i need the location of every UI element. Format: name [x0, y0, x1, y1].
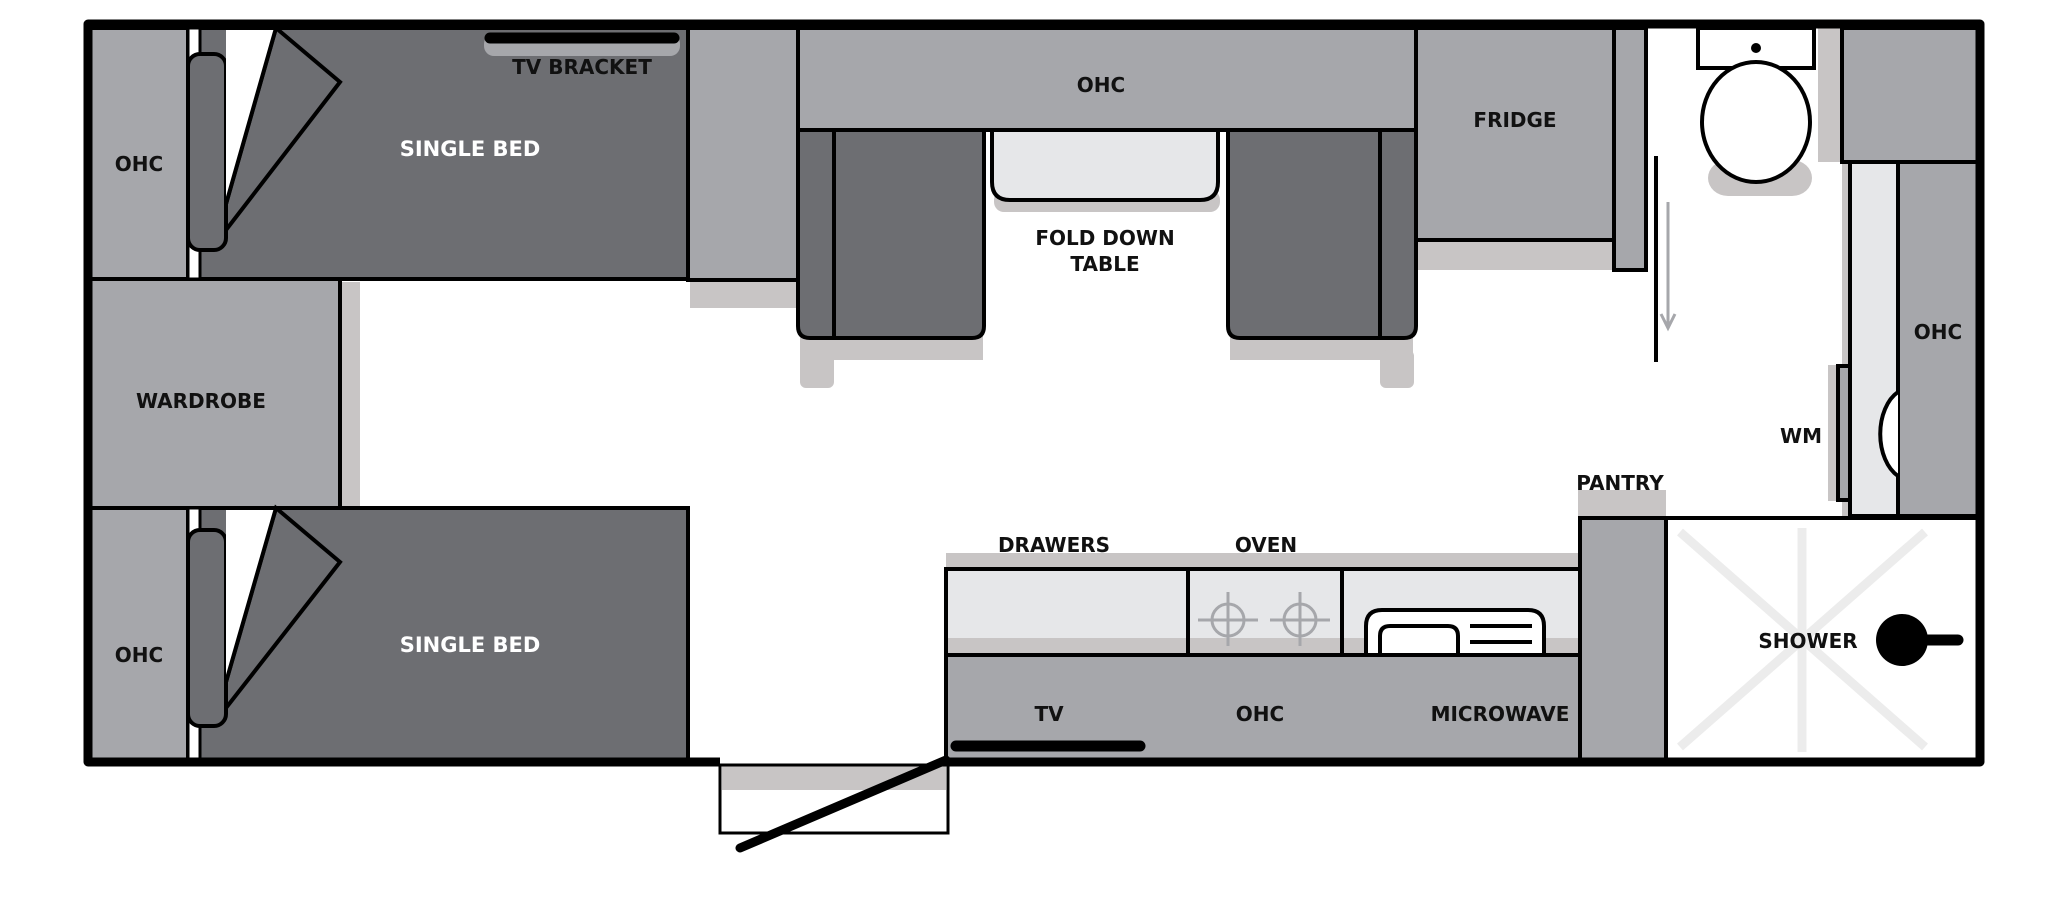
pillow-bottom [186, 528, 228, 728]
outer-walls [83, 19, 1985, 767]
tv-label: TV [1034, 702, 1064, 726]
bench-shadow [946, 553, 1580, 569]
bathroom-ohc-upper [1840, 26, 1980, 164]
ohc-bottom-left [86, 506, 190, 762]
toilet-bowl [1700, 60, 1812, 184]
fridge-shadow [1418, 240, 1618, 270]
fridge [1414, 26, 1616, 242]
fold-down-table-label: TABLE [1070, 252, 1139, 276]
left-bedroom [86, 24, 690, 762]
wardrobe [86, 277, 342, 510]
ohc-kitchen-label: OHC [1236, 702, 1284, 726]
sliding-arrow-head [1659, 313, 1677, 332]
pantry-shadow [1578, 490, 1666, 518]
pillow-top [186, 52, 228, 252]
microwave-label: MICROWAVE [1431, 702, 1570, 726]
pantry-label: PANTRY [1576, 471, 1664, 495]
kitchen [944, 516, 1668, 762]
shower-drain-lines [1677, 528, 1928, 752]
dinette [686, 26, 1648, 340]
ohc-right-label: OHC [1914, 320, 1962, 344]
ohc-divider-shadow [690, 280, 798, 308]
oven-shade [1190, 638, 1340, 653]
labels: TV BRACKET SINGLE BED SINGLE BED OHC OHC… [115, 55, 1962, 726]
ohc-bottom-left-label: OHC [115, 643, 163, 667]
ohc-right [1896, 160, 1980, 518]
shower-label: SHOWER [1758, 629, 1857, 653]
ohc-top-left-label: OHC [115, 152, 163, 176]
door-swing [735, 755, 951, 853]
shower [1664, 516, 1980, 762]
sink [1364, 608, 1546, 655]
ohc-center-label: OHC [1077, 73, 1125, 97]
right-seat-leg-shadow [1380, 350, 1414, 388]
burner-icon [1270, 592, 1330, 646]
fold-down-table [990, 128, 1220, 202]
tv-bracket-label: TV BRACKET [512, 55, 652, 79]
fold-down-table-label: FOLD DOWN [1035, 226, 1174, 250]
wardrobe-shadow [340, 282, 360, 508]
ohc-divider [686, 26, 800, 282]
entry-step [718, 763, 950, 835]
fridge-label: FRIDGE [1473, 108, 1556, 132]
single-bed-top-label: SINGLE BED [400, 137, 541, 161]
sink-bowl [1378, 624, 1460, 655]
right-seat [1226, 128, 1418, 340]
wardrobe-label: WARDROBE [136, 389, 266, 413]
outer-wall [83, 19, 1985, 767]
left-seat [796, 128, 986, 340]
pantry [1578, 516, 1668, 762]
left-seat-leg-shadow [800, 350, 834, 388]
shower-head-icon [1876, 614, 1928, 666]
washing-machine [1836, 364, 1852, 502]
fridge-panel [1612, 26, 1648, 272]
single-bed-bottom-label: SINGLE BED [400, 633, 541, 657]
burner-icon [1198, 592, 1258, 646]
bathroom [1654, 26, 1980, 518]
wm-label: WM [1780, 424, 1822, 448]
ohc-center-top [796, 26, 1418, 132]
entry-door [718, 755, 951, 853]
oven-label: OVEN [1235, 533, 1297, 557]
drawers-label: DRAWERS [998, 533, 1110, 557]
wm-door-arc [1878, 390, 1900, 478]
toilet-flush-icon [1751, 43, 1761, 53]
